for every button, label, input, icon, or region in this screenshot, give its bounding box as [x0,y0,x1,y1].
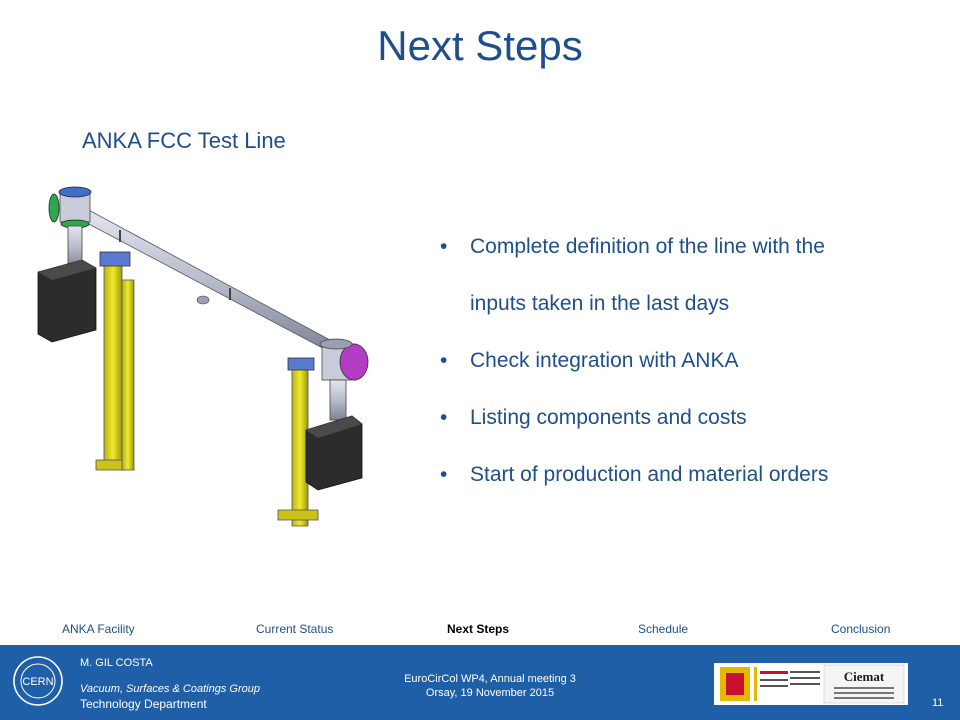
spain-government-logo-icon: Ciemat [720,664,905,704]
bullet-item: • Listing components and costs [440,389,860,446]
bullet-symbol: • [440,406,448,429]
page-number: 11 [932,697,944,709]
nav-item-current-status[interactable]: Current Status [256,622,334,636]
cern-logo-icon: CERN [13,656,63,706]
slide-subtitle: ANKA FCC Test Line [82,128,286,153]
bullet-item: • Start of production and material orders [440,446,860,503]
bullet-text: Listing components and costs [470,406,747,429]
middle-support [121,279,135,471]
footer-author: M. GIL COSTA [80,657,153,669]
right-support [277,357,319,527]
cern-logo-text: CERN [22,676,53,688]
bullet-item: • Complete definition of the line with th… [440,218,860,332]
footer-group: Vacuum, Surfaces & Coatings Group [80,683,260,695]
footer-bar: CERN M. GIL COSTA Vacuum, Surfaces & Coa… [0,645,960,720]
ciemat-logo-text: Ciemat [844,669,885,684]
bullet-text: Start of production and material orders [470,463,829,486]
section-nav: ANKA Facility Current Status Next Steps … [0,622,960,640]
footer-department: Technology Department [80,697,207,711]
footer-event-line1: EuroCirCol WP4, Annual meeting 3 [404,673,576,685]
right-pump-box [305,415,363,491]
left-support [95,251,131,471]
test-line-illustration [37,186,369,527]
left-pump-box [37,259,97,343]
bullet-symbol: • [440,235,448,258]
bullet-text: Complete definition of the line with the… [470,235,825,315]
left-vacuum-chamber [48,186,92,269]
next-steps-list: • Complete definition of the line with th… [440,218,860,503]
footer-event-line2: Orsay, 19 November 2015 [425,687,555,699]
bullet-item: • Check integration with ANKA [440,332,860,389]
partner-logos: Ciemat [714,663,908,705]
nav-item-schedule[interactable]: Schedule [638,622,689,636]
bullet-symbol: • [440,349,448,372]
nav-item-next-steps[interactable]: Next Steps [447,622,510,636]
right-vacuum-chamber [319,338,369,421]
nav-item-anka-facility[interactable]: ANKA Facility [62,622,135,636]
nav-item-conclusion[interactable]: Conclusion [831,622,891,636]
bullet-text: Check integration with ANKA [470,349,739,372]
bullet-symbol: • [440,463,448,486]
slide-title: Next Steps [377,22,583,69]
